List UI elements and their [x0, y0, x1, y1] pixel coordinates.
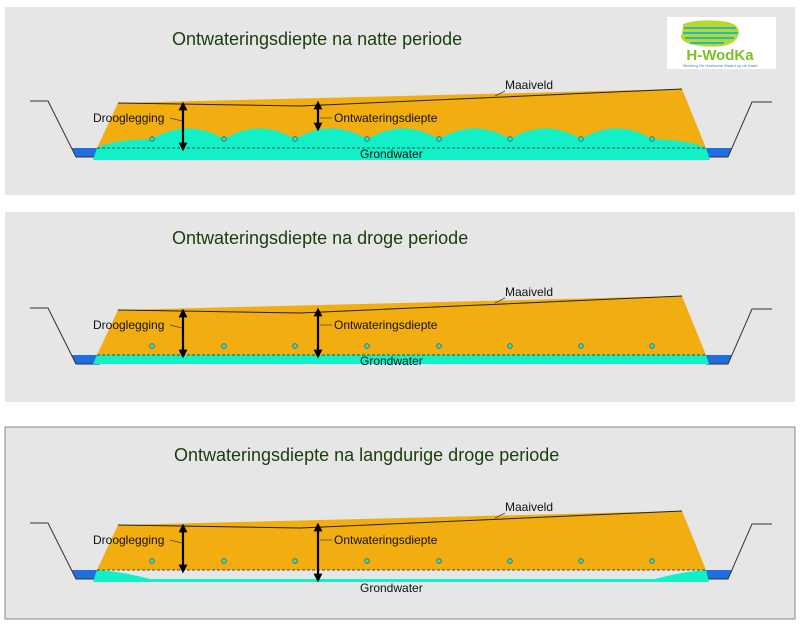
left-ditch-water — [72, 148, 100, 157]
surface-label: Maaiveld — [505, 285, 553, 299]
drain-pipe — [292, 343, 298, 349]
drain-pipe — [221, 558, 227, 564]
svg-text:Stichting De Hoeksche Waard op: Stichting De Hoeksche Waard op de Kaart — [682, 63, 758, 68]
left-ditch-outline — [30, 100, 100, 158]
groundwater — [93, 355, 709, 364]
surface-leader — [494, 90, 506, 97]
right-ditch-water — [704, 148, 732, 157]
groundwater-label: Grondwater — [360, 354, 423, 368]
right-ditch-outline — [706, 308, 772, 365]
drain-pipe — [292, 136, 298, 142]
freeboard-label: Drooglegging — [93, 318, 164, 332]
panel-title: Ontwateringsdiepte na droge periode — [172, 228, 468, 248]
panel-wet: Ontwateringsdiepte na natte periodeDroog… — [5, 7, 795, 195]
drain-pipe — [578, 136, 584, 142]
drain-pipe — [436, 343, 442, 349]
panel-title: Ontwateringsdiepte na natte periode — [172, 29, 462, 49]
soil — [97, 296, 706, 355]
panel-title: Ontwateringsdiepte na langdurige droge p… — [174, 445, 559, 465]
groundwater-label: Grondwater — [360, 581, 423, 595]
surface-label: Maaiveld — [505, 78, 553, 92]
drainage-depth-label: Ontwateringsdiepte — [334, 318, 438, 332]
drain-pipe — [149, 558, 155, 564]
drain-pipe — [149, 136, 155, 142]
drain-pipe — [436, 558, 442, 564]
drain-pipe — [649, 343, 655, 349]
drain-pipe — [221, 136, 227, 142]
left-ditch-outline — [30, 522, 100, 580]
groundwater-label: Grondwater — [360, 147, 423, 161]
drain-pipe — [149, 343, 155, 349]
right-ditch-outline — [706, 523, 772, 580]
drainage-depth-label: Ontwateringsdiepte — [334, 111, 438, 125]
left-ditch-water — [72, 355, 100, 364]
freeboard-leader — [169, 539, 183, 544]
surface-leader — [494, 512, 506, 519]
right-ditch-water — [704, 355, 732, 364]
drain-pipe — [221, 343, 227, 349]
drain-pipe — [436, 136, 442, 142]
freeboard-leader — [169, 324, 183, 329]
freeboard-leader — [169, 117, 183, 122]
drain-pipe — [364, 343, 370, 349]
freeboard-label: Drooglegging — [93, 111, 164, 125]
groundwater — [93, 128, 710, 160]
soil — [97, 511, 706, 570]
panel-dry: Ontwateringsdiepte na droge periodeDroog… — [5, 212, 795, 402]
right-ditch-outline — [706, 101, 772, 158]
panel-long-dry: Ontwateringsdiepte na langdurige droge p… — [4, 426, 796, 620]
surface-leader — [494, 297, 506, 304]
drain-pipe — [578, 343, 584, 349]
groundwater — [93, 570, 709, 582]
drain-pipe — [649, 558, 655, 564]
svg-text:H-WodKa: H-WodKa — [686, 47, 754, 64]
drain-pipe — [649, 136, 655, 142]
drainage-depth-label: Ontwateringsdiepte — [334, 533, 438, 547]
drain-pipe — [578, 558, 584, 564]
left-ditch-outline — [30, 307, 100, 365]
drain-pipe — [507, 558, 513, 564]
freeboard-label: Drooglegging — [93, 533, 164, 547]
right-ditch-water — [704, 570, 732, 579]
drain-pipe — [364, 136, 370, 142]
drain-pipe — [292, 558, 298, 564]
h-wodka-logo: H-WodKa Stichting De Hoeksche Waard op d… — [667, 17, 776, 69]
left-ditch-water — [72, 570, 100, 579]
drain-pipe — [507, 343, 513, 349]
drain-pipe — [507, 136, 513, 142]
surface-label: Maaiveld — [505, 500, 553, 514]
drain-pipe — [364, 558, 370, 564]
